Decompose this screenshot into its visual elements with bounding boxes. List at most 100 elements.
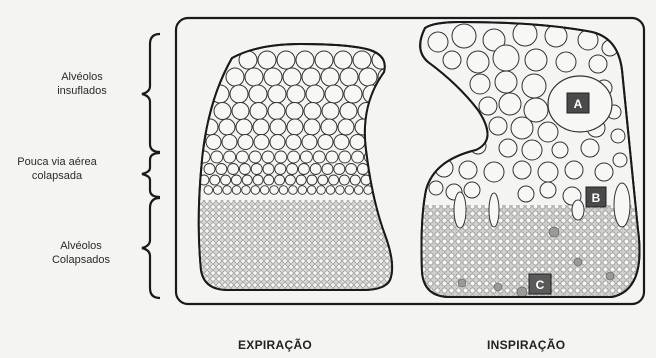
alveolus [459,161,477,179]
alveolus [372,175,382,185]
caption-inspiracao: INSPIRAÇÃO [487,338,565,352]
alveolus [452,24,476,48]
alveolus [245,68,263,86]
alveolus [613,153,627,167]
collapsed-spot [458,279,466,287]
alveolus [307,175,317,185]
alveolus [334,135,349,150]
alveolus [254,135,269,150]
alveolus [340,68,358,86]
alveolus [242,175,252,185]
alveolus [285,175,295,185]
alveolus [268,85,286,103]
alveolus [353,51,371,69]
alveolus [222,135,237,150]
alveolus [264,175,274,185]
collapsed-spot [517,287,527,297]
alveolus [298,164,309,175]
alveolus [522,74,546,98]
marker-b: B [586,187,606,207]
alveolus [300,151,312,163]
alveolus [470,74,490,94]
alveolus [223,186,232,195]
alveolus [219,119,235,135]
alveolus [239,164,250,175]
alveolus [464,182,480,198]
alveolus [479,97,497,115]
alveolus [296,175,306,185]
alveolus [325,85,343,103]
alveolus [268,103,285,120]
alveolus [277,51,295,69]
alveolus [263,164,274,175]
marker-c: C [529,274,551,294]
alveolus [511,117,533,139]
alveolus [499,93,521,115]
alveolus [287,164,298,175]
marker-c-text: C [536,278,545,292]
alveolus [275,151,287,163]
alveolus [304,119,320,135]
alveolus [373,186,382,195]
brackets [142,34,160,298]
alveolus [589,55,607,73]
alveolus [287,119,303,135]
alveolus [581,139,599,157]
alveolus [383,175,393,185]
alveolus [454,192,466,228]
alveolus [242,186,251,195]
alveolus [381,164,392,175]
alveolus [253,119,269,135]
alveolus [522,140,542,160]
alveolus [260,186,269,195]
alveolus [513,22,537,46]
alveolus [236,151,248,163]
alveolus [321,68,339,86]
alveolus [611,129,625,143]
alveolus [228,164,239,175]
alveolus [275,164,286,175]
collapsed-spot [574,258,582,266]
caption-expiracao: EXPIRAÇÃO [238,338,312,352]
alveolus [339,151,351,163]
alveolus [372,119,388,135]
alveolus [552,142,568,158]
alveolus [326,186,335,195]
alveolus [376,103,393,120]
left-collapsed-region [195,200,395,295]
alveolus [231,175,241,185]
alveolus [224,151,236,163]
alveolus [354,186,363,195]
alveolus [326,151,338,163]
alveolus [383,186,392,195]
alveolus [286,135,301,150]
alveolus [249,85,267,103]
right-lung-inspiracao [418,22,648,300]
alveolus [350,135,365,150]
alveolus [264,68,282,86]
alveolus [484,162,504,182]
bracket-bottom [142,198,160,298]
alveolus [357,164,368,175]
alveolus [352,151,364,163]
alveolus [230,85,248,103]
alveolus [377,151,389,163]
alveolus [336,186,345,195]
alveolus [306,85,324,103]
alveolus [307,186,316,195]
alveolus [340,103,357,120]
alveolus [339,175,349,185]
alveolus [366,135,381,150]
alveolus [232,186,241,195]
alveolus [572,200,584,220]
alveolus [279,186,288,195]
alveolus [322,164,333,175]
alveolus [198,151,210,163]
alveolus [226,68,244,86]
alveolus [495,71,517,93]
alveolus [288,151,300,163]
alveolus [253,175,263,185]
alveolus [338,119,354,135]
alveolus [538,122,558,142]
alveolus [556,52,576,72]
